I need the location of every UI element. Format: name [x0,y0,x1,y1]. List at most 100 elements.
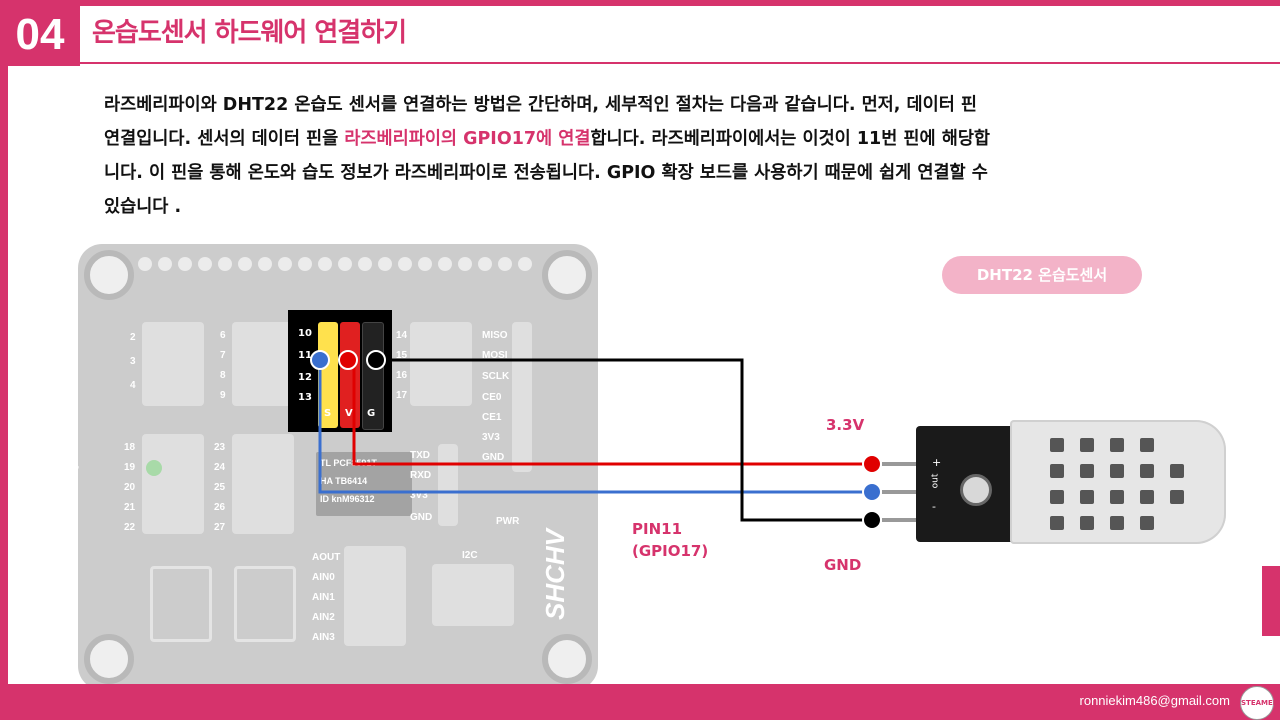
zoom-col-label: V [345,408,353,419]
voltage-label: 3.3V [826,416,865,434]
chip-text: ID knM96312 [320,494,375,504]
gpio17-label: (GPIO17) [632,542,709,560]
status-led [146,460,162,476]
pin-number: 19 [124,462,136,473]
signal-column [318,322,338,428]
side-accent [1262,566,1280,636]
chip-text: HA TB6414 [320,476,368,486]
sensor-pcb: + out - [916,426,1026,542]
pin-number: 6 [220,330,226,341]
steamedu-logo: STEAMEDU [1240,686,1280,720]
data-pin-dot [310,350,330,370]
data-wire [318,360,872,494]
sensor-name-badge: DHT22 온습도센서 [942,256,1142,294]
spi-label: SCLK [482,371,510,382]
contact-email[interactable]: ronniekim486@gmail.com [1079,693,1230,708]
power-header-5v [150,566,212,642]
slide-header: 04 온습도센서 하드웨어 연결하기 [0,0,1280,66]
uart-label: TXD [410,450,430,461]
analog-label: AIN2 [312,612,335,623]
zoom-row-label: 11 [298,350,312,361]
zoom-row-label: 10 [298,328,312,339]
header-divider [80,62,1280,64]
analog-label: AOUT [312,552,341,563]
section-number: 04 [0,0,80,66]
pin-number: 8 [220,370,226,381]
pin-number: 16 [396,370,408,381]
pwr-label: PWR [496,516,520,527]
analog-label: AIN1 [312,592,335,603]
body-line-2: 연결입니다. 센서의 데이터 핀을 라즈베리파이의 GPIO17에 연결합니다.… [104,122,1234,156]
uart-label: GND [410,512,433,523]
ground-wire [376,358,872,522]
pin-number: 22 [124,522,136,533]
footer-bar: ronniekim486@gmail.com STEAMEDU [0,684,1280,720]
pin-number: 17 [396,390,408,401]
sensor-pin-label: - [932,500,936,513]
pin-number: 2 [130,332,136,343]
sensor-data-dot [862,482,882,502]
i2c-label: I2C [462,550,478,561]
analog-label: AIN3 [312,632,335,643]
uart-label: RXD [410,470,432,481]
spi-label: 3V3 [482,432,500,443]
pin-number: 20 [124,482,136,493]
body-line-2-pre: 연결입니다. 센서의 데이터 핀을 [104,129,345,149]
pin-number: 7 [220,350,226,361]
spi-label: CE0 [482,392,502,403]
pin-number: 21 [124,502,136,513]
zoom-row-label: 12 [298,372,312,383]
sensor-vcc-dot [862,454,882,474]
body-line-4: 있습니다 . [104,197,182,217]
zoom-col-label: S [324,408,332,419]
mount-hole [542,250,592,300]
spi-label: MOSI [482,350,508,361]
pin-number: 15 [396,350,408,361]
sensor-ground-dot [862,510,882,530]
ground-column [362,322,384,430]
body-line-3: 니다. 이 핀을 통해 온도와 습도 정보가 라즈베리파이로 전송됩니다. GP… [104,163,988,183]
header-block-left-top [142,322,204,406]
pin-number: 24 [214,462,226,473]
pin-number: 14 [396,330,408,341]
spi-label: CE1 [482,412,502,423]
header-block-left-mid [142,434,204,534]
body-line-1: 라즈베리파이와 DHT22 온습도 센서를 연결하는 방법은 간단하며, 세부적… [104,95,978,115]
spi-label: GND [482,452,505,463]
power-header-3v3 [234,566,296,642]
top-pin-row [138,256,538,272]
pin-number: 4 [130,380,136,391]
header-block-mid-mid [232,434,294,534]
mount-hole [542,634,592,684]
spi-label: MISO [482,330,508,341]
gnd-label: GND [824,556,862,574]
sensor-pin-label: + [932,456,942,469]
sensor-pin-label: out [930,473,941,489]
pin11-label: PIN11 [632,520,683,538]
header-block-mid-top [232,322,294,406]
pin-number: 26 [214,502,226,513]
pin-number: 9 [220,390,226,401]
body-highlight: 라즈베리파이의 GPIO17에 연결 [344,129,591,149]
chip-text: TL PCF8591T [320,458,377,468]
mount-hole [84,634,134,684]
body-line-2-post: 합니다. 라즈베리파이에서는 이것이 11번 핀에 해당합 [590,129,991,149]
pin-number: 23 [214,442,226,453]
zoom-col-label: G [367,408,376,419]
vcc-pin-dot [338,350,358,370]
pin-number: 25 [214,482,226,493]
analog-label: AIN0 [312,572,335,583]
body-paragraph: 라즈베리파이와 DHT22 온습도 센서를 연결하는 방법은 간단하며, 세부적… [104,88,1234,224]
ground-pin-dot [366,350,386,370]
i2c-header [432,564,514,626]
sensor-housing [1010,420,1226,544]
header-block-right [410,322,472,406]
pin-number: 27 [214,522,226,533]
pin-number: 18 [124,442,136,453]
slide-title: 온습도센서 하드웨어 연결하기 [92,18,407,48]
analog-header [344,546,406,646]
pin-number: 3 [130,356,136,367]
sensor-led [960,474,992,506]
